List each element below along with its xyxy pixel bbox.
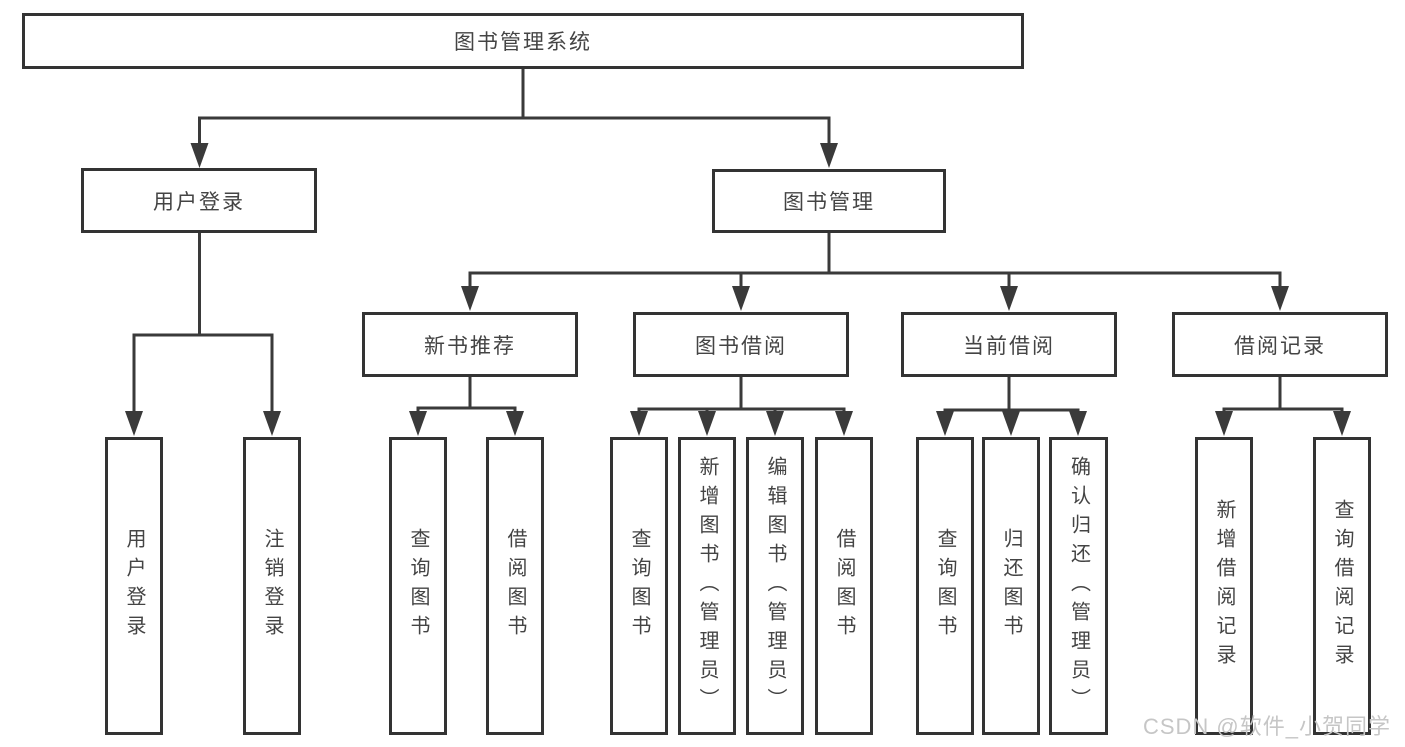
node-root-system: 图书管理系统 [22,13,1024,69]
leaf-logout: 注销登录 [243,437,301,735]
leaf-add-books-admin-label: 新增图书（管理员） [696,455,718,717]
node-book-management: 图书管理 [712,169,946,233]
node-new-book-recommendation: 新书推荐 [362,312,578,377]
leaf-add-borrow-record-label: 新增借阅记录 [1213,499,1235,673]
leaf-add-borrow-record: 新增借阅记录 [1195,437,1253,735]
leaf-user-login-label: 用户登录 [123,528,145,644]
leaf-query-books-borrowing-label: 查询图书 [628,528,650,644]
leaf-query-books-current: 查询图书 [916,437,974,735]
node-user-login: 用户登录 [81,168,317,233]
node-book-borrowing-label: 图书借阅 [695,334,787,358]
leaf-query-books-recommendation: 查询图书 [389,437,447,735]
leaf-query-books-current-label: 查询图书 [934,528,956,644]
leaf-borrow-books-borrowing: 借阅图书 [815,437,873,735]
leaf-logout-label: 注销登录 [261,528,283,644]
leaf-query-borrow-record-label: 查询借阅记录 [1331,499,1353,673]
node-borrowing-records: 借阅记录 [1172,312,1388,377]
node-current-borrowing: 当前借阅 [901,312,1117,377]
leaf-confirm-return-admin-label: 确认归还（管理员） [1067,455,1090,717]
leaf-query-books-recommendation-label: 查询图书 [407,528,429,644]
leaf-borrow-books-recommendation-label: 借阅图书 [504,528,526,644]
node-current-borrowing-label: 当前借阅 [963,334,1055,358]
leaf-edit-books-admin: 编辑图书（管理员） [746,437,804,735]
leaf-query-books-borrowing: 查询图书 [610,437,668,735]
leaf-edit-books-admin-label: 编辑图书（管理员） [764,455,786,717]
node-book-borrowing: 图书借阅 [633,312,849,377]
csdn-watermark: CSDN @软件_小贺同学 [1142,714,1391,739]
leaf-borrow-books-borrowing-label: 借阅图书 [833,528,855,644]
node-root-system-label: 图书管理系统 [454,31,592,54]
node-book-management-label: 图书管理 [783,191,875,214]
leaf-query-borrow-record: 查询借阅记录 [1313,437,1371,735]
node-borrowing-records-label: 借阅记录 [1234,334,1326,358]
leaf-confirm-return-admin: 确认归还（管理员） [1049,437,1108,735]
node-user-login-label: 用户登录 [153,190,245,214]
leaf-return-books: 归还图书 [982,437,1040,735]
leaf-borrow-books-recommendation: 借阅图书 [486,437,544,735]
leaf-add-books-admin: 新增图书（管理员） [678,437,736,735]
node-new-book-recommendation-label: 新书推荐 [424,334,516,358]
leaf-user-login: 用户登录 [105,437,163,735]
leaf-return-books-label: 归还图书 [1000,528,1022,644]
